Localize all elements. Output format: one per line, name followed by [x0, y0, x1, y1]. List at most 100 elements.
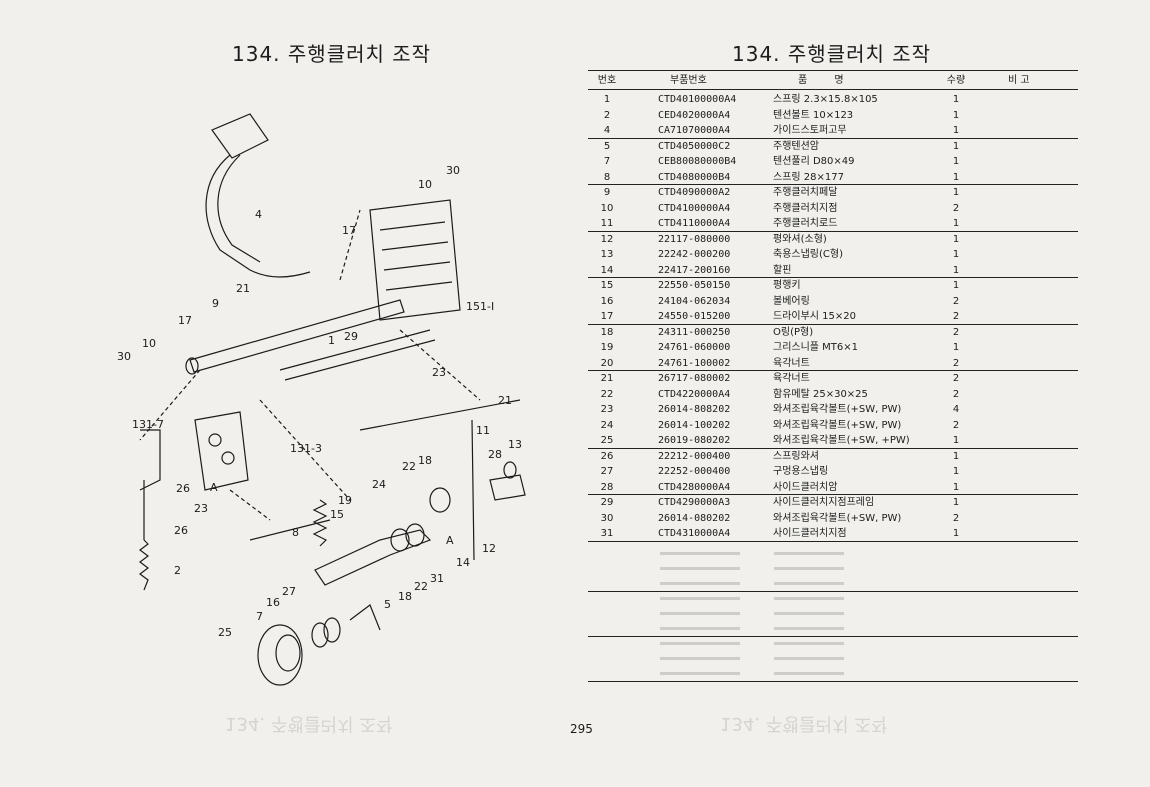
- row-part-number: CTD4280000A4: [658, 481, 731, 493]
- row-part-number: 26014-100202: [658, 419, 731, 431]
- row-no: 30: [600, 512, 614, 524]
- row-part-name: 구멍용스냅링: [773, 466, 829, 477]
- row-qty: 1: [952, 140, 960, 152]
- row-part-name: 가이드스토퍼고무: [773, 125, 847, 136]
- callout-label: 12: [482, 542, 496, 555]
- row-part-number: 24311-000250: [658, 326, 731, 338]
- row-part-number: CA71070000A4: [658, 125, 731, 136]
- row-qty: 1: [952, 450, 960, 462]
- callout-label: 17: [342, 224, 356, 237]
- row-part-number: CTD4090000A2: [658, 187, 731, 198]
- page-title-left: 134. 주행클러치 조작: [232, 42, 432, 66]
- faded-empty-row: [588, 576, 1078, 591]
- row-qty: 1: [952, 280, 960, 291]
- tension-pulley: [257, 624, 303, 686]
- row-no: 9: [603, 187, 611, 198]
- row-part-number: 22252-000400: [658, 466, 731, 477]
- callout-label: 18: [398, 590, 412, 603]
- faded-text-bar: [660, 671, 740, 675]
- faded-text-bar: [660, 611, 740, 615]
- faded-text-bar: [774, 656, 844, 660]
- callout-label: 22: [414, 580, 428, 593]
- row-qty: 1: [952, 171, 960, 183]
- row-part-number: CED4020000A4: [658, 109, 731, 121]
- callout-label: A: [210, 481, 218, 494]
- callout-label: 26: [174, 524, 188, 537]
- bleed-through-title-left: 134. 주행클러치 조작: [225, 713, 393, 734]
- faded-text-bar: [774, 671, 844, 675]
- faded-text-bar: [774, 641, 844, 645]
- group-rule: [588, 494, 1078, 495]
- row-qty: 1: [952, 218, 960, 229]
- callout-label: 23: [194, 502, 208, 515]
- row-no: 8: [603, 171, 611, 183]
- row-qty: 1: [952, 342, 960, 353]
- row-part-name: 스프링 2.3×15.8×105: [773, 94, 878, 105]
- row-part-number: 24761-100002: [658, 357, 731, 369]
- cross-shaft: [189, 299, 405, 373]
- row-no: 14: [600, 264, 614, 276]
- header-no: 번호: [597, 75, 617, 86]
- row-part-name: 텐션볼트 10×123: [773, 109, 854, 121]
- group-rule: [588, 680, 1078, 682]
- faded-empty-row: [588, 546, 1078, 561]
- row-part-number: 22117-080000: [658, 233, 731, 245]
- faded-text-bar: [660, 581, 740, 585]
- row-no: 29: [600, 497, 614, 508]
- callout-label: 1: [328, 334, 335, 347]
- callout-label: 19: [338, 494, 352, 507]
- row-part-number: 22242-000200: [658, 249, 731, 260]
- row-part-number: CTD4080000B4: [658, 171, 731, 183]
- row-part-number: 24550-015200: [658, 311, 731, 322]
- row-qty: 1: [952, 481, 960, 493]
- bleed-through-title-right: 134. 주행클러치 조작: [720, 713, 888, 734]
- row-part-name: 축용스냅링(C형): [773, 249, 843, 260]
- row-part-name: 와셔조립육각볼트(+SW, PW): [773, 512, 902, 524]
- callout-label: 26: [176, 482, 190, 495]
- faded-empty-row: [588, 606, 1078, 621]
- callout-label: 11: [476, 424, 490, 437]
- callout-label: 10: [418, 178, 432, 191]
- row-part-number: 26717-080002: [658, 373, 731, 384]
- row-qty: 1: [952, 233, 960, 245]
- row-qty: 4: [952, 404, 960, 415]
- spring-2: [139, 539, 149, 591]
- callout-label: 22: [402, 460, 416, 473]
- row-part-number: 24761-060000: [658, 342, 731, 353]
- row-part-name: 평행키: [773, 280, 801, 291]
- row-part-name: 함유메탈 25×30×25: [773, 388, 868, 400]
- row-part-name: 볼베어링: [773, 295, 810, 307]
- row-part-name: 할핀: [773, 264, 792, 276]
- row-no: 1: [603, 94, 611, 105]
- callout-label: 10: [142, 337, 156, 350]
- row-no: 23: [600, 404, 614, 415]
- group-rule: [588, 447, 1078, 449]
- row-part-number: 22417-200160: [658, 264, 731, 276]
- row-part-number: CTD4050000C2: [658, 140, 731, 152]
- row-part-number: 22550-050150: [658, 280, 731, 291]
- row-no: 31: [600, 528, 614, 539]
- row-part-number: CTD4220000A4: [658, 388, 731, 400]
- callout-label: 2: [174, 564, 181, 577]
- row-part-name: 주행텐션암: [773, 140, 819, 152]
- callout-label: 28: [488, 448, 502, 461]
- pedal-arm: [205, 154, 311, 278]
- faded-empty-row: [588, 561, 1078, 576]
- row-no: 18: [600, 326, 614, 338]
- row-qty: 1: [952, 528, 960, 539]
- callout-label: 14: [456, 556, 470, 569]
- row-part-number: 26019-080202: [658, 435, 731, 446]
- row-qty: 1: [952, 156, 960, 167]
- row-qty: 1: [952, 94, 960, 105]
- faded-empty-row: [588, 636, 1078, 651]
- pedal-plate: [211, 113, 269, 159]
- row-part-number: CTD4110000A4: [658, 218, 731, 229]
- callout-label: 25: [218, 626, 232, 639]
- row-qty: 2: [952, 388, 960, 400]
- callout-label: A: [446, 534, 454, 547]
- callout-label: 7: [256, 610, 263, 623]
- row-no: 21: [600, 373, 614, 384]
- callout-label: 151-I: [466, 300, 494, 313]
- callout-label: 8: [292, 526, 299, 539]
- row-part-name: 주행클러치로드: [773, 218, 838, 229]
